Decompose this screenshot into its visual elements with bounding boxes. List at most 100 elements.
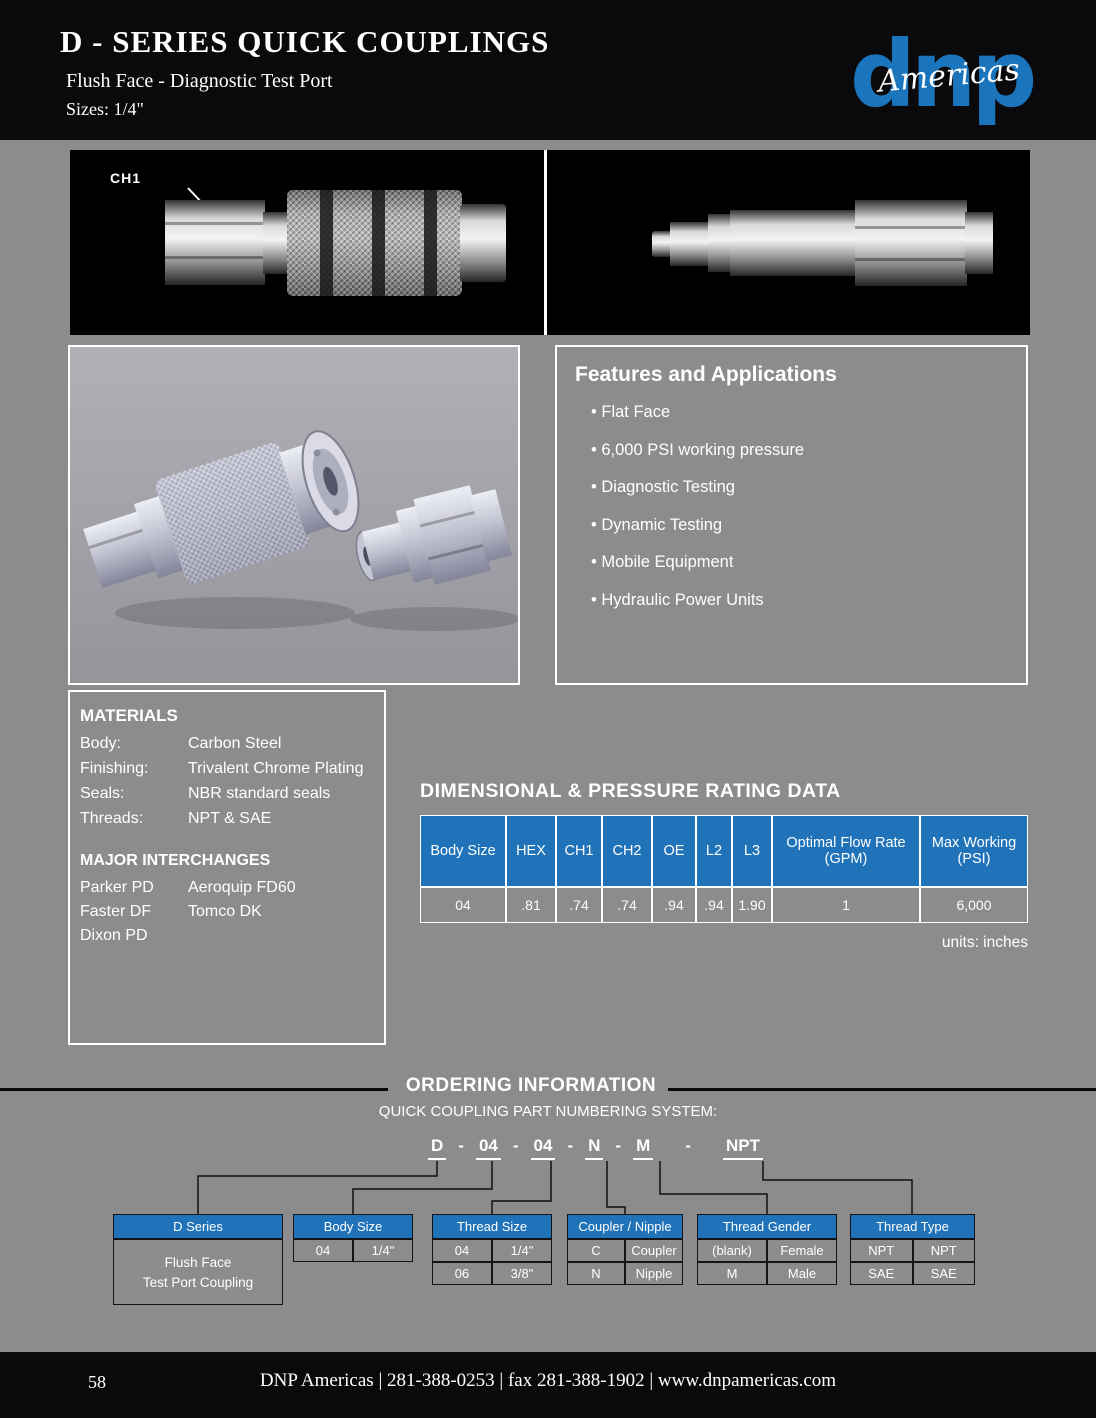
- part-separator: -: [512, 1136, 519, 1155]
- part-separator: -: [458, 1136, 464, 1155]
- dimension-label: CH1: [110, 170, 142, 186]
- part-segment: N: [585, 1136, 604, 1160]
- ordering-box-header: Body Size: [293, 1214, 413, 1239]
- dnp-logo: dnp Americas: [850, 21, 1038, 128]
- ordering-box-cell: C: [567, 1239, 625, 1262]
- feature-item: • Mobile Equipment: [591, 553, 734, 571]
- table-header-cell: OE: [652, 815, 696, 887]
- render-illustration: [70, 347, 518, 683]
- page-subtitle: Flush Face - Diagnostic Test Port: [66, 70, 333, 92]
- materials-label: Seals:: [80, 785, 125, 802]
- table-cell: .81: [506, 887, 556, 923]
- features-panel: Features and Applications • Flat Face• 6…: [555, 345, 1028, 685]
- interchange-row: Faster DF Tomco DK: [80, 903, 374, 921]
- part-segment: NPT: [722, 1136, 763, 1160]
- part-number-row: D-04-04-N-M-NPT: [422, 1136, 769, 1160]
- ordering-box-body-line: Test Port Coupling: [142, 1274, 254, 1290]
- interchange-col1: Dixon PD: [80, 927, 148, 944]
- divider-line-right: [668, 1088, 1096, 1091]
- dimensional-title: DIMENSIONAL & PRESSURE RATING DATA: [420, 780, 841, 802]
- interchange-col1: Faster DF: [80, 903, 152, 920]
- part-separator: -: [615, 1136, 622, 1155]
- interchange-col2: Tomco DK: [188, 903, 262, 920]
- ordering-box-header: Coupler / Nipple: [567, 1214, 683, 1239]
- ordering-box-cell: SAE: [850, 1262, 913, 1285]
- materials-row: Seals: NBR standard seals: [80, 785, 374, 803]
- materials-value: Carbon Steel: [188, 735, 282, 752]
- table-header-cell: Optimal Flow Rate (GPM): [772, 815, 920, 887]
- ordering-box-cell: Male: [767, 1262, 837, 1285]
- product-photos: CH1: [70, 150, 1030, 335]
- ordering-box-cell: 06: [432, 1262, 492, 1285]
- table-header-cell: Body Size: [420, 815, 506, 887]
- materials-value: NBR standard seals: [188, 785, 331, 802]
- coupler-photo-panel: CH1: [70, 150, 547, 335]
- feature-item: • Hydraulic Power Units: [591, 590, 764, 609]
- features-list: • Flat Face• 6,000 PSI working pressure•…: [575, 403, 1008, 610]
- ordering-box-cell: NPT: [850, 1239, 913, 1262]
- part-segment: 04: [530, 1136, 556, 1160]
- ordering-box-cell: M: [697, 1262, 767, 1285]
- features-title: Features and Applications: [575, 363, 837, 386]
- part-segment: M: [633, 1136, 654, 1160]
- interchange-col1: Parker PD: [80, 879, 154, 896]
- render-panel: [68, 345, 520, 685]
- ordering-box-cell: Nipple: [625, 1262, 683, 1285]
- table-header-cell: L2: [696, 815, 732, 887]
- coupler-photo: [165, 187, 506, 296]
- feature-item: • 6,000 PSI working pressure: [591, 440, 805, 459]
- table-header-cell: CH1: [556, 815, 602, 887]
- ordering-box-row: (blank)Female: [697, 1239, 837, 1262]
- table-cell: .94: [696, 887, 732, 923]
- ordering-box-header: Thread Gender: [697, 1214, 837, 1239]
- materials-label: Finishing:: [80, 760, 149, 777]
- nipple-photo: [652, 200, 993, 286]
- ordering-box-cell: 1/4": [492, 1239, 552, 1262]
- materials-value: NPT & SAE: [188, 810, 272, 827]
- table-header-cell: Max Working (PSI): [920, 815, 1028, 887]
- materials-value: Trivalent Chrome Plating: [188, 760, 364, 777]
- units-note: units: inches: [941, 934, 1028, 951]
- feature-item: • Diagnostic Testing: [591, 478, 735, 496]
- ordering-box-cell: 3/8": [492, 1262, 552, 1285]
- ordering-box-body-line: Flush Face: [164, 1254, 232, 1270]
- sizes-label: Sizes: 1/4": [66, 99, 144, 119]
- ordering-box-cell: Coupler: [625, 1239, 683, 1262]
- ordering-box-cell: N: [567, 1262, 625, 1285]
- nipple-photo-panel: [547, 150, 1030, 335]
- footer-contact-text: DNP Americas | 281-388-0253 | fax 281-38…: [259, 1370, 837, 1391]
- table-cell: .74: [602, 887, 652, 923]
- part-separator: -: [567, 1136, 574, 1155]
- table-cell: 1: [772, 887, 920, 923]
- ordering-box-header: D Series: [113, 1214, 283, 1239]
- ordering-title: ORDERING INFORMATION: [405, 1075, 657, 1096]
- table-cell: .74: [556, 887, 602, 923]
- page-number: 58: [88, 1372, 106, 1392]
- part-segment: D: [428, 1136, 447, 1160]
- part-segment: 04: [475, 1136, 501, 1160]
- part-separator: -: [685, 1136, 691, 1155]
- page-footer: 58 DNP Americas | 281-388-0253 | fax 281…: [0, 1352, 1096, 1418]
- materials-row: Finishing: Trivalent Chrome Plating: [80, 760, 374, 778]
- ordering-box-header: Thread Type: [850, 1214, 975, 1239]
- table-header-cell: HEX: [506, 815, 556, 887]
- table-cell: 04: [420, 887, 506, 923]
